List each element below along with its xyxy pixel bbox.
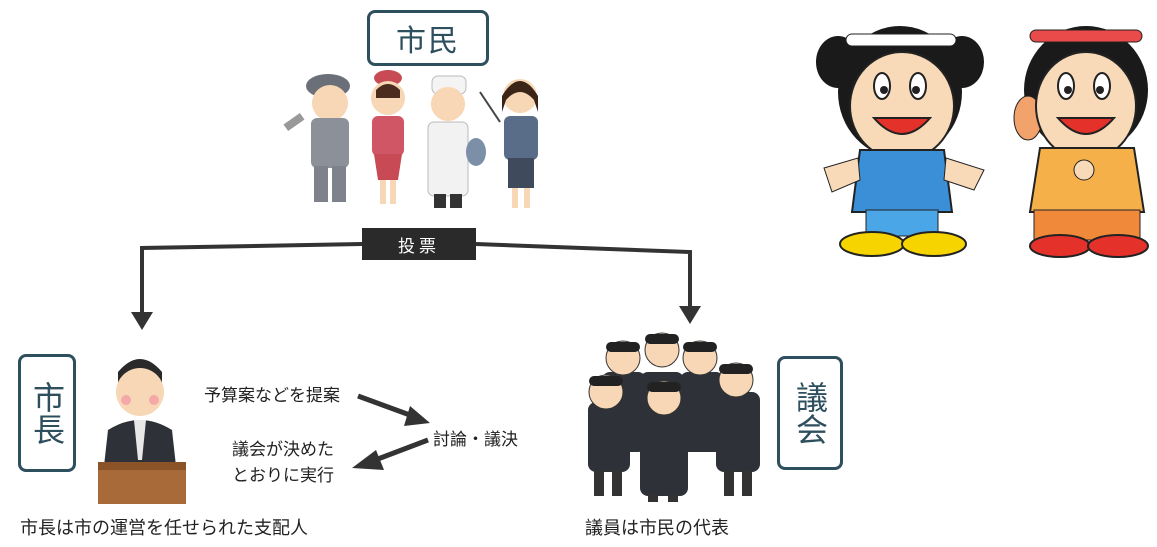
debate-text: 討論・議決	[433, 430, 518, 450]
worker-figure	[283, 74, 350, 202]
execute-line-2: とおりに実行	[232, 466, 334, 486]
mascot-boy	[816, 26, 985, 257]
chef-figure	[427, 75, 486, 208]
mayor-caption: 市長は市の運営を任せられた支配人	[20, 518, 308, 539]
mayor-label: 市長	[18, 354, 76, 472]
citizens-label: 市民	[367, 10, 489, 66]
council-caption: 議員は市民の代表	[585, 518, 729, 539]
arrow-to-mayor	[131, 312, 153, 330]
proposal-text: 予算案などを提案	[204, 386, 340, 406]
proposal-arrow	[357, 393, 430, 426]
vote-connector	[131, 242, 701, 330]
teacher-figure	[479, 79, 538, 208]
mascot-girl	[1013, 26, 1149, 258]
vote-label: 投票	[362, 228, 476, 260]
execute-arrow	[352, 437, 429, 470]
council-illustration	[588, 332, 760, 502]
attendant-figure	[371, 70, 405, 204]
mayor-illustration	[98, 359, 186, 504]
council-label: 議会	[777, 356, 843, 470]
arrow-to-council	[679, 306, 701, 324]
citizens-illustration	[283, 70, 538, 208]
execute-line-1: 議会が決めた	[232, 440, 334, 460]
execute-text: 議会が決めた とおりに実行	[232, 437, 334, 489]
